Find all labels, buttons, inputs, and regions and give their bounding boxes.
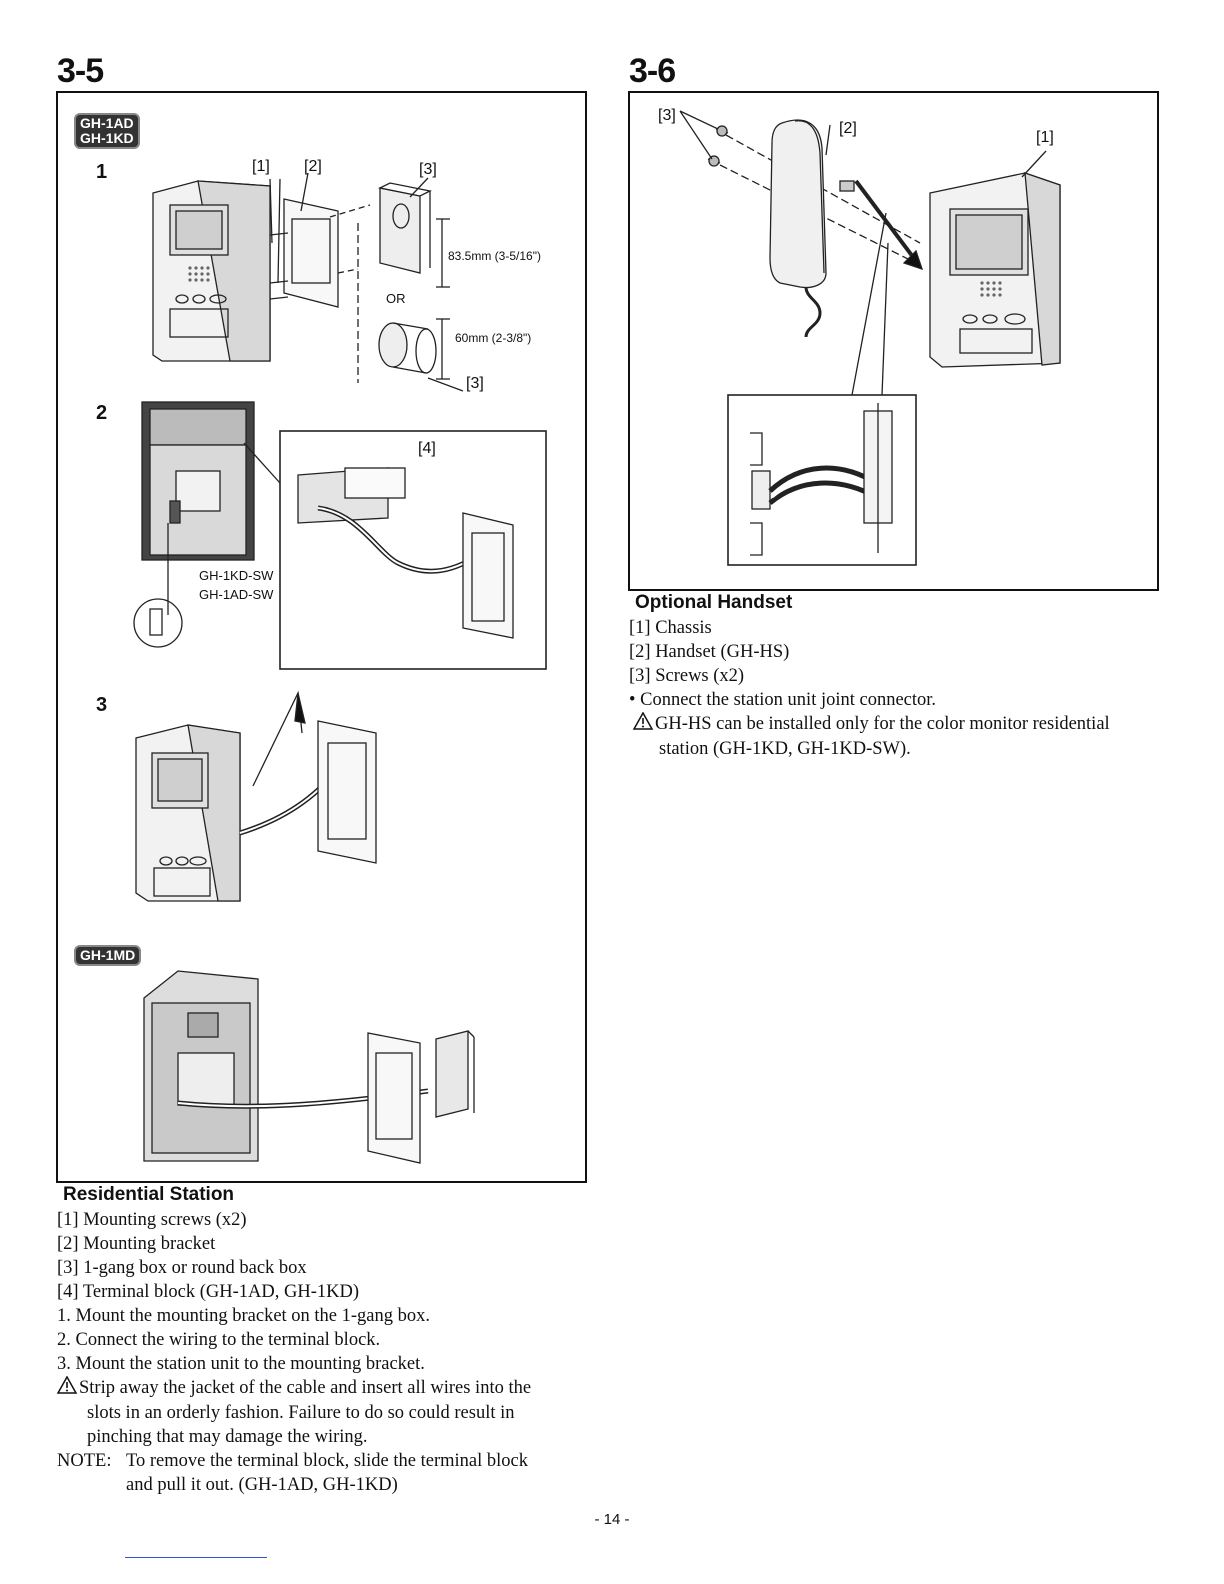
part-item: [3] Screws (x2) — [629, 666, 745, 686]
warning-line: station (GH-1KD, GH-1KD-SW). — [659, 739, 911, 759]
step-2-number: 2 — [96, 402, 108, 424]
part-item: [4] Terminal block (GH-1AD, GH-1KD) — [57, 1282, 359, 1302]
step-item: 3. Mount the station unit to the mountin… — [57, 1354, 425, 1374]
figure-optional-handset: [3] [2] [1] — [628, 91, 1159, 591]
part-item: [2] Handset (GH-HS) — [629, 642, 790, 662]
callout-3: [3] — [419, 161, 437, 178]
section-number-3-5: 3-5 — [57, 52, 104, 90]
step-3-number: 3 — [96, 694, 108, 716]
note-label: NOTE: — [57, 1451, 112, 1471]
callout-1: [1] — [252, 158, 270, 175]
part-item: [1] Chassis — [629, 618, 712, 638]
callout-2: [2] — [304, 158, 322, 175]
warning-triangle-icon — [56, 1375, 79, 1401]
step-1-number: 1 — [96, 161, 108, 183]
warning-triangle-icon — [632, 711, 655, 737]
optional-handset-illustration — [679, 110, 1061, 566]
model-badge-gh-1md: GH-1MD — [74, 945, 142, 966]
label-gh-1ad-sw: GH-1AD-SW — [199, 587, 274, 602]
page-number: - 14 - — [594, 1511, 630, 1528]
figure-residential-station: GH-1AD GH-1KD 1 2 3 [1] [2] [3] 83.5mm (… — [56, 91, 587, 1183]
residential-station-caption: [1] Mounting screws (x2) [2] Mounting br… — [56, 1208, 531, 1497]
handset-callout-3: [3] — [658, 107, 676, 124]
handset-callout-1: [1] — [1036, 129, 1054, 146]
note-line: NOTE: To remove the terminal block, slid… — [57, 1451, 528, 1471]
note-line: and pull it out. (GH-1AD, GH-1KD) — [126, 1475, 398, 1495]
step-item: 2. Connect the wiring to the terminal bl… — [57, 1330, 381, 1350]
warning-line: GH-HS can be installed only for the colo… — [629, 711, 1110, 737]
dimension-round-box: 60mm (2-3/8") — [455, 331, 532, 345]
warning-line: Strip away the jacket of the cable and i… — [56, 1375, 531, 1401]
residential-station-illustration — [133, 172, 547, 1164]
callout-4: [4] — [418, 440, 436, 457]
warning-line: slots in an orderly fashion. Failure to … — [87, 1403, 515, 1423]
part-item: [1] Mounting screws (x2) — [57, 1210, 247, 1230]
label-gh-1kd-sw: GH-1KD-SW — [199, 568, 274, 583]
optional-handset-caption: [1] Chassis [2] Handset (GH-HS) [3] Scre… — [629, 616, 1110, 761]
part-item: [3] 1-gang box or round back box — [57, 1258, 307, 1278]
bullet-item: • Connect the station unit joint connect… — [629, 690, 937, 710]
caption-title-residential-station: Residential Station — [63, 1184, 235, 1205]
section-number-3-6: 3-6 — [629, 52, 676, 90]
handset-callout-2: [2] — [839, 120, 857, 137]
caption-title-optional-handset: Optional Handset — [635, 592, 793, 613]
footer-rule — [125, 1557, 267, 1558]
step-item: 1. Mount the mounting bracket on the 1-g… — [57, 1306, 431, 1326]
part-item: [2] Mounting bracket — [57, 1234, 216, 1254]
dimension-1-gang-box: 83.5mm (3-5/16") — [448, 249, 541, 263]
warning-line: pinching that may damage the wiring. — [87, 1427, 368, 1447]
callout-3-round: [3] — [466, 375, 484, 392]
or-label: OR — [386, 291, 406, 306]
model-badge-gh-1ad-1kd: GH-1AD GH-1KD — [74, 113, 140, 149]
